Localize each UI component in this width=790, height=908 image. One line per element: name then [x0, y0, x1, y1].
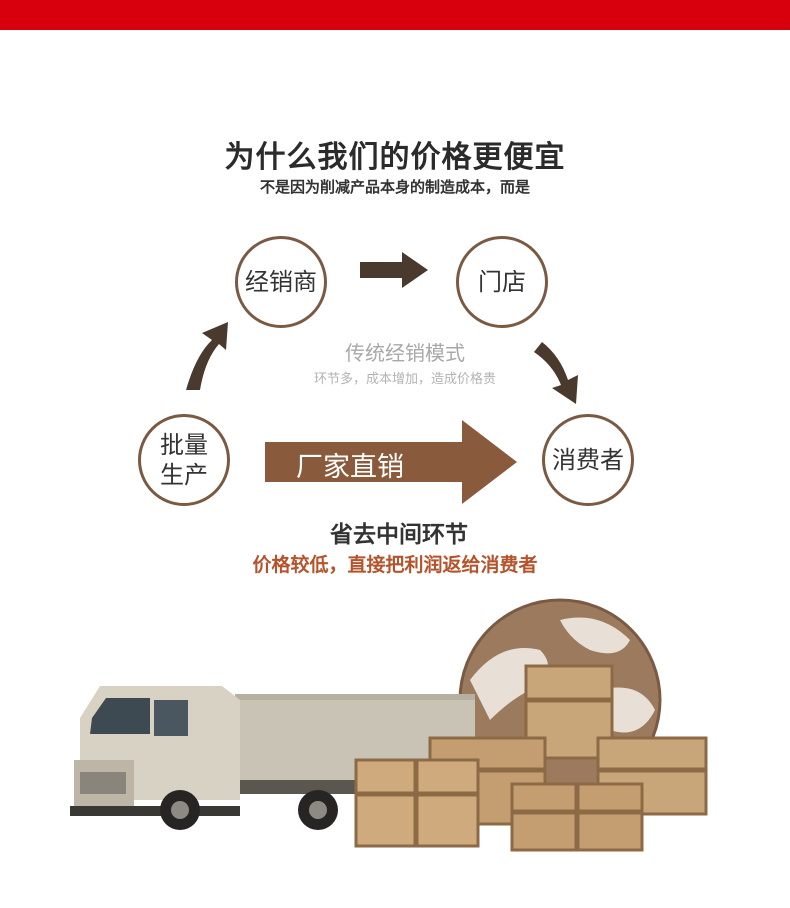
arrow-distributor-to-store — [360, 252, 428, 288]
direct-sale-arrow — [265, 420, 517, 504]
node-consumer: 消费者 — [542, 414, 634, 506]
node-factory-label-line2: 生产 — [160, 461, 208, 489]
traditional-model-desc: 环节多，成本增加，造成价格贵 — [313, 372, 496, 387]
node-distributor: 经销商 — [235, 236, 327, 328]
savings-subtitle: 价格较低，直接把利润返给消费者 — [252, 554, 538, 576]
direct-sale-label: 厂家直销 — [296, 452, 404, 482]
traditional-model-title: 传统经销模式 — [345, 341, 465, 365]
arrow-factory-to-distributor — [186, 322, 228, 390]
node-consumer-label: 消费者 — [552, 446, 624, 474]
savings-title: 省去中间环节 — [330, 521, 468, 548]
top-banner-bar — [0, 0, 790, 30]
node-factory-label-line1: 批量 — [160, 431, 208, 459]
page-title: 为什么我们的价格更便宜 — [224, 140, 566, 175]
cargo-crates-illustration — [354, 664, 708, 852]
node-distributor-label: 经销商 — [245, 268, 317, 296]
arrow-store-to-consumer — [534, 342, 578, 404]
node-store: 门店 — [456, 236, 548, 328]
node-store-label: 门店 — [478, 268, 526, 296]
page-subtitle: 不是因为削减产品本身的制造成本，而是 — [259, 178, 530, 196]
node-factory: 批量 生产 — [138, 414, 230, 506]
